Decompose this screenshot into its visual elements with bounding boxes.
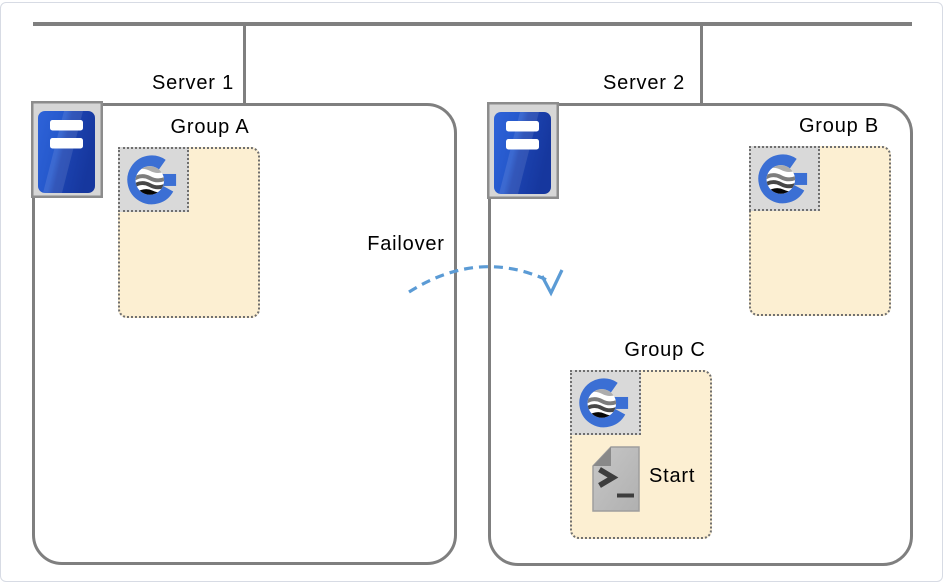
- start-script-label: Start: [649, 465, 696, 487]
- group-c-label: Group C: [624, 339, 706, 361]
- server-tower-icon: [31, 101, 103, 198]
- network-bus-line: [33, 22, 912, 26]
- cluster-app-g-globe-icon: [749, 146, 820, 211]
- cluster-app-g-globe-icon: [570, 370, 641, 435]
- cluster-app-g-globe-icon: [118, 147, 189, 212]
- server1-label: Server 1: [152, 72, 234, 94]
- server-tower-icon: [487, 102, 559, 199]
- server2-label: Server 2: [603, 72, 685, 94]
- shell-script-file-icon: [592, 446, 640, 512]
- group-a-label: Group A: [170, 116, 250, 138]
- group-a-area: [118, 147, 260, 318]
- failover-label: Failover: [367, 233, 445, 255]
- group-b-label: Group B: [798, 115, 880, 137]
- network-drop-line-server1: [243, 25, 246, 105]
- network-drop-line-server2: [700, 25, 703, 105]
